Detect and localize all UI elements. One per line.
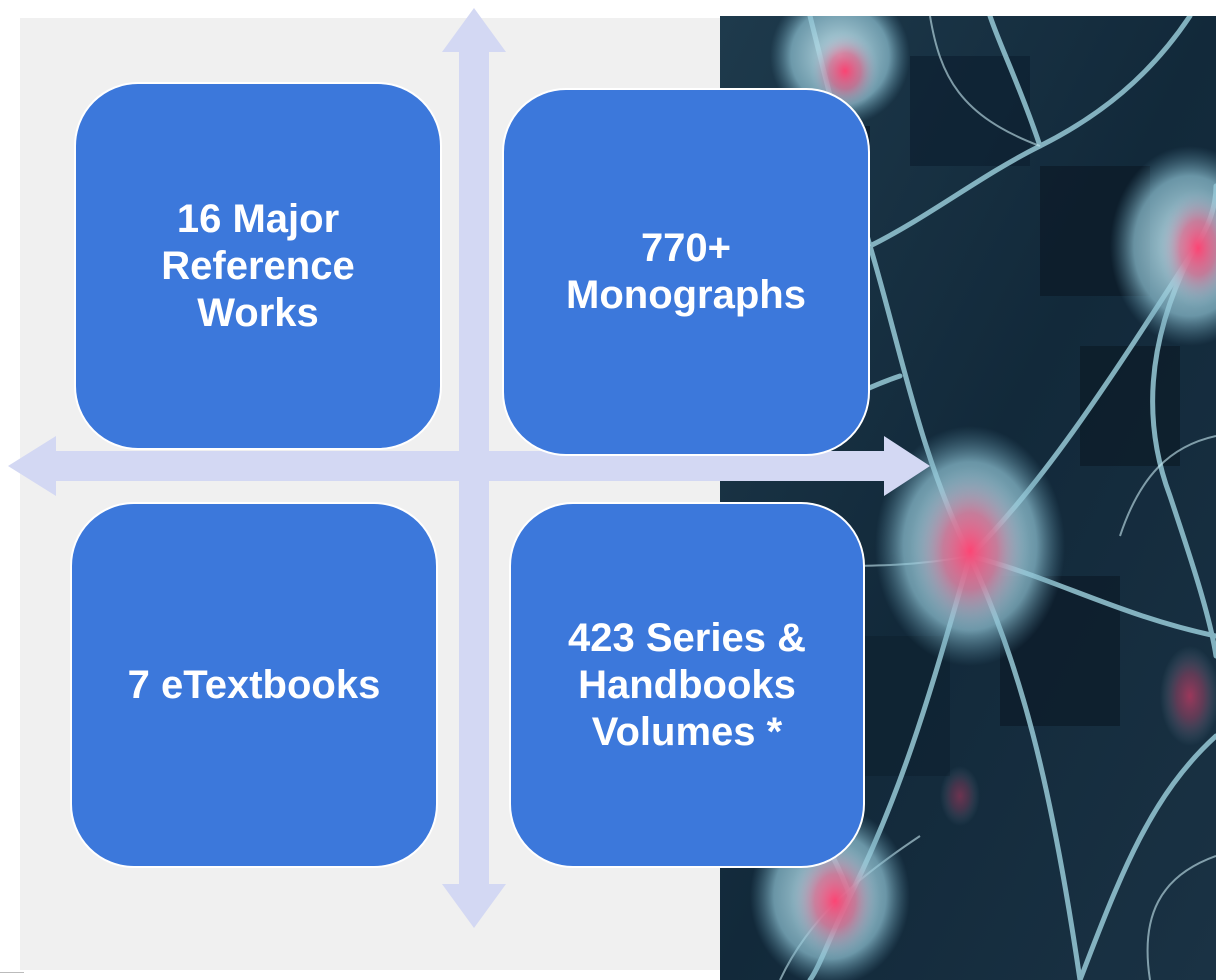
arrow-left — [8, 436, 474, 496]
box-major-reference-works: 16 Major Reference Works — [74, 82, 442, 450]
arrow-up — [442, 8, 506, 466]
box-etextbooks: 7 eTextbooks — [70, 502, 438, 868]
arrow-down — [442, 466, 506, 928]
box-series-handbooks: 423 Series & Handbooks Volumes * — [509, 502, 865, 868]
divider — [0, 972, 24, 973]
box-monographs: 770+ Monographs — [502, 88, 870, 456]
